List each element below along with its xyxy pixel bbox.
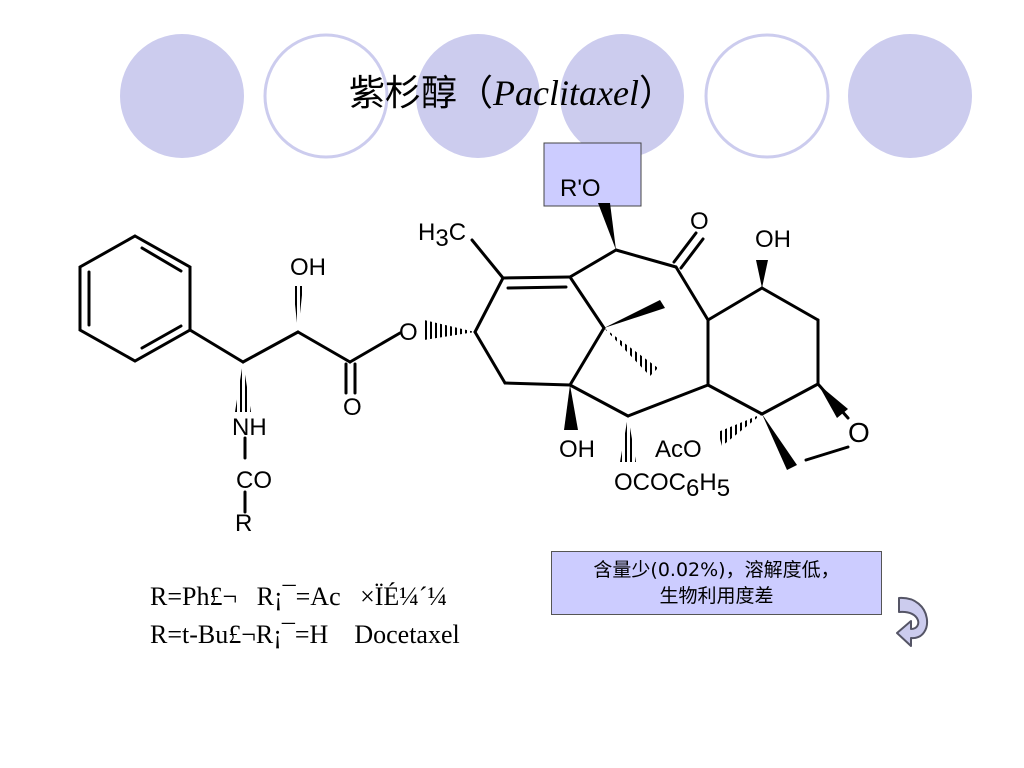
title-chinese: 紫杉醇（ (349, 73, 494, 114)
deco-circle-5 (704, 33, 830, 159)
carbonyl-oxygen-label: O (343, 394, 362, 421)
hashed-bonds (235, 286, 762, 462)
ococ6h5-label: OCOC6H5 (614, 469, 730, 502)
deco-circle-1 (120, 34, 244, 158)
page-title: 紫杉醇（Paclitaxel） (0, 64, 1024, 116)
note-line-2: 生物利用度差 (659, 585, 774, 607)
wedge-bonds (564, 203, 848, 470)
bond-lines (78, 231, 850, 514)
ketone-oxygen-label: O (690, 208, 709, 235)
solubility-note-box: 含量少(0.02%)，溶解度低， 生物利用度差 (551, 551, 882, 615)
deco-circle-2 (263, 33, 389, 159)
r-prime-o-box (543, 142, 642, 207)
r-line-1: R=Ph£¬ R¡¯=Ac ×ÏÉ¼´¼ (150, 582, 447, 611)
h3c-label: H3C (418, 219, 466, 252)
r-prime-o-label: R'O (560, 175, 601, 202)
oh-bottom-label: OH (559, 436, 595, 463)
r-line-2: R=t-Bu£¬R¡¯=H Docetaxel (150, 620, 460, 649)
r-label: R (235, 510, 252, 537)
nh-label: NH (232, 414, 267, 441)
title-latin: Paclitaxel (493, 73, 639, 113)
oxetane-oxygen-label: O (848, 417, 870, 448)
oh-side-chain-label: OH (290, 254, 326, 281)
aco-label: AcO (655, 436, 702, 463)
co-label: CO (236, 467, 272, 494)
r-group-legend: R=Ph£¬ R¡¯=Ac ×ÏÉ¼´¼ R=t-Bu£¬R¡¯=H Doceta… (150, 578, 460, 654)
title-close: ） (638, 73, 675, 114)
deco-circle-3 (416, 34, 540, 158)
return-arrow-icon[interactable] (893, 588, 943, 652)
deco-circle-6 (848, 34, 972, 158)
note-line-1: 含量少(0.02%)，溶解度低， (593, 559, 840, 581)
ester-oxygen-label: O (399, 319, 418, 346)
deco-circle-4 (560, 34, 684, 158)
oh-top-right-label: OH (755, 226, 791, 253)
